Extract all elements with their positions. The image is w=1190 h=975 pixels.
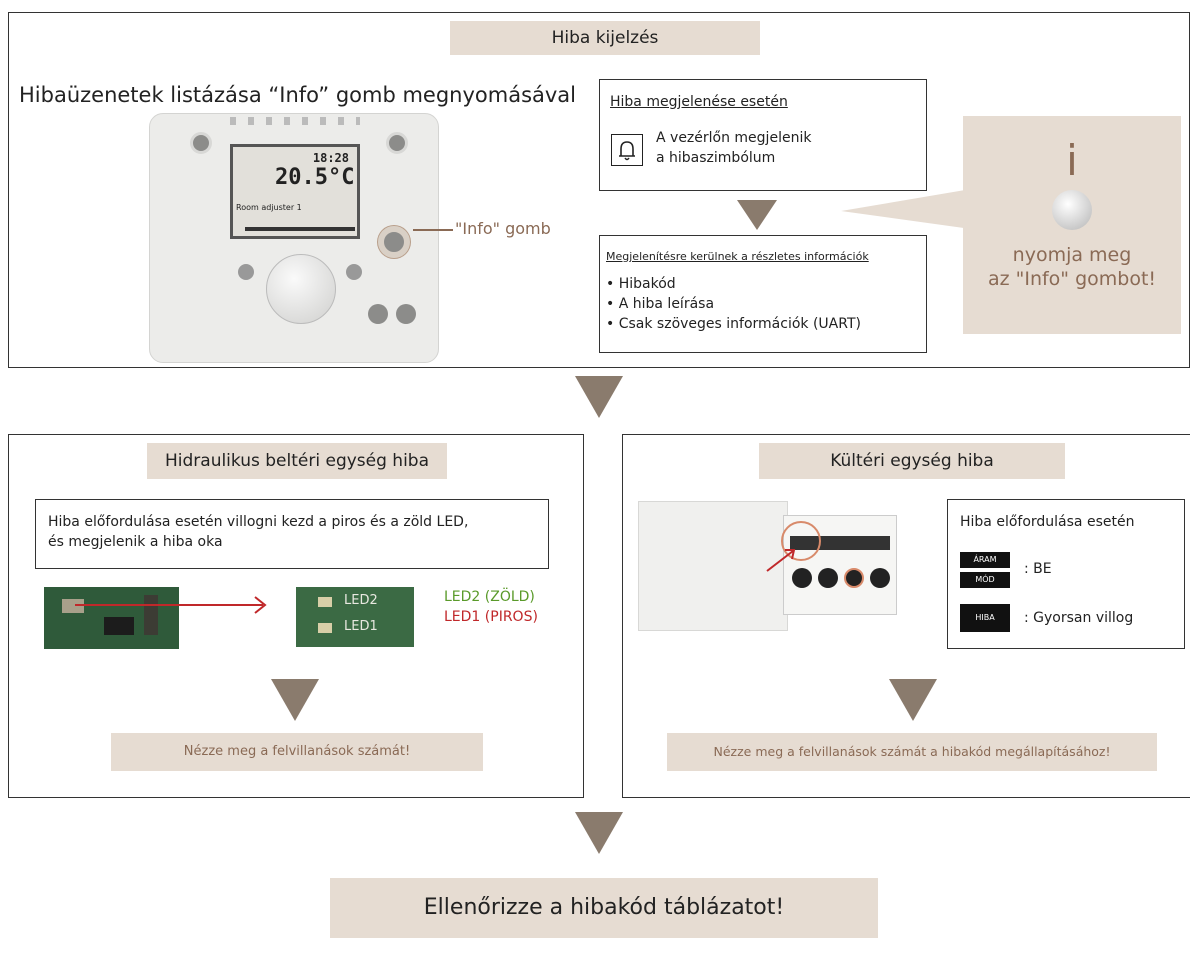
board-red-arrow (766, 549, 796, 572)
led1-label: LED1 (PIROS) (444, 609, 538, 625)
pcb-led1-text: LED1 (344, 619, 378, 634)
outdoor-info-box: Hiba előfordulása esetén ÁRAM MÓD : BE H… (947, 499, 1185, 649)
knob-bottom-2 (396, 304, 416, 324)
pcb-component (62, 599, 84, 613)
error-appear-line1: A vezérlőn megjelenik (656, 130, 812, 146)
top-inner-arrow (737, 200, 777, 230)
info-callout: i nyomja meg az "Info" gombot! (963, 116, 1181, 334)
led2-label: LED2 (ZÖLD) (444, 589, 535, 605)
pcb-led-closeup: LED2 LED1 (296, 587, 414, 647)
details-item: Csak szöveges információk (UART) (606, 314, 861, 334)
details-title: Megjelenítésre kerülnek a részletes info… (606, 250, 869, 263)
indoor-info-line1: Hiba előfordulása esetén villogni kezd a… (48, 514, 469, 530)
indoor-note: Nézze meg a felvillanások számát! (111, 733, 483, 771)
state-on-text: : BE (1024, 561, 1052, 577)
arrow-down-2 (575, 812, 623, 854)
outdoor-info-title: Hiba előfordulása esetén (960, 514, 1135, 530)
board-highlight-ring (781, 521, 821, 561)
indoor-arrow-down (271, 679, 319, 721)
mod-led-badge: MÓD (960, 572, 1010, 588)
top-panel: Hiba kijelzés Hibaüzenetek listázása “In… (8, 12, 1190, 368)
pcb-led-chip (318, 597, 332, 607)
indoor-banner: Hidraulikus beltéri egység hiba (147, 443, 447, 479)
bell-icon (611, 134, 643, 166)
knob-top-left (190, 132, 212, 154)
final-banner: Ellenőrizze a hibakód táblázatot! (330, 878, 878, 938)
display-text: Room adjuster 1 (236, 203, 302, 212)
arrow-down-1 (575, 376, 623, 418)
display-time: 18:28 (312, 151, 349, 165)
controller-top-icons (230, 117, 360, 125)
outdoor-arrow-down (889, 679, 937, 721)
error-appear-line2: a hibaszimbólum (656, 150, 776, 166)
board-button (818, 568, 838, 588)
outdoor-banner: Kültéri egység hiba (759, 443, 1065, 479)
callout-pointer (841, 189, 971, 229)
aram-led-badge: ÁRAM (960, 552, 1010, 568)
pcb-led2-text: LED2 (344, 593, 378, 608)
display-bar (245, 227, 355, 231)
pcb-led-chip (318, 623, 332, 633)
info-knob[interactable] (378, 226, 410, 258)
pcb-photo (44, 587, 179, 649)
pcb-component (104, 617, 134, 635)
board-button (844, 568, 864, 588)
callout-line2: az "Info" gombot! (987, 268, 1157, 290)
details-item: A hiba leírása (606, 294, 861, 314)
info-pointer-line (413, 229, 453, 231)
info-ball-icon (1052, 190, 1092, 230)
error-appear-box: Hiba megjelenése esetén A vezérlőn megje… (599, 79, 927, 191)
details-box: Megjelenítésre kerülnek a részletes info… (599, 235, 927, 353)
details-list: Hibakód A hiba leírása Csak szöveges inf… (606, 274, 861, 334)
state-blink-text: : Gyorsan villog (1024, 610, 1134, 626)
controller-device: 18:28 20.5°C Room adjuster 1 (149, 113, 439, 363)
outdoor-panel: Kültéri egység hiba Hiba előfordulása es… (622, 434, 1190, 798)
error-appear-title: Hiba megjelenése esetén (610, 94, 788, 110)
info-letter: i (1066, 136, 1078, 185)
hiba-led-badge: HIBA (960, 604, 1010, 632)
knob-top-right (386, 132, 408, 154)
details-item: Hibakód (606, 274, 861, 294)
knob-mid-right (346, 264, 362, 280)
outdoor-note: Nézze meg a felvillanások számát a hibak… (667, 733, 1157, 771)
board-button (870, 568, 890, 588)
indoor-panel: Hidraulikus beltéri egység hiba Hiba elő… (8, 434, 584, 798)
top-banner: Hiba kijelzés (450, 21, 760, 55)
controller-display: 18:28 20.5°C Room adjuster 1 (230, 144, 360, 239)
knob-bottom-1 (368, 304, 388, 324)
callout-line1: nyomja meg (1012, 244, 1132, 266)
main-dial[interactable] (266, 254, 336, 324)
top-heading: Hibaüzenetek listázása “Info” gomb megny… (19, 83, 577, 107)
info-button-label: "Info" gomb (455, 219, 551, 238)
indoor-info-box: Hiba előfordulása esetén villogni kezd a… (35, 499, 549, 569)
display-temp: 20.5°C (275, 165, 355, 190)
board-button (792, 568, 812, 588)
pcb-zoom-arrow (75, 596, 267, 614)
knob-mid-left (238, 264, 254, 280)
indoor-info-line2: és megjelenik a hiba oka (48, 534, 223, 550)
